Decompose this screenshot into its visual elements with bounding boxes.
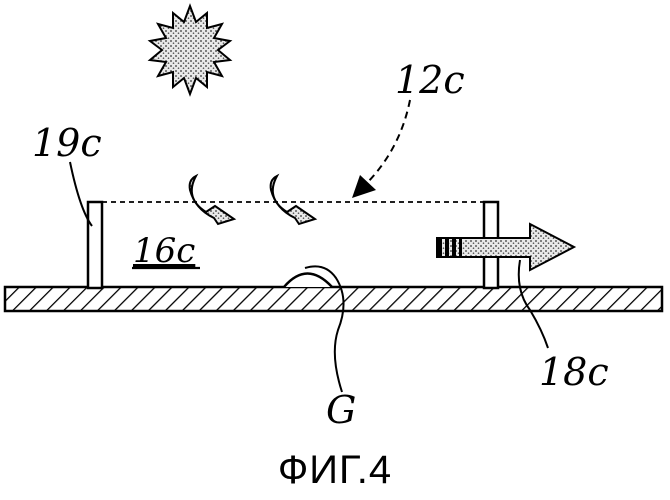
sun-icon <box>150 6 230 94</box>
label-chamber: 16c <box>133 231 195 271</box>
label-cover: 12c <box>395 58 465 102</box>
ground-slab <box>5 287 662 311</box>
left-sidewall <box>88 202 102 288</box>
gap-bump <box>284 274 332 288</box>
right-arrow-icon <box>436 224 574 270</box>
cover-leader-line <box>365 100 410 185</box>
curved-arrow-icon <box>190 176 234 224</box>
label-sidewall: 19c <box>32 121 102 165</box>
label-outlet: 18c <box>539 350 609 394</box>
label-gap: G <box>326 388 356 432</box>
figure-caption: ФИГ.4 <box>0 448 670 493</box>
curved-arrow-icon <box>271 176 315 224</box>
